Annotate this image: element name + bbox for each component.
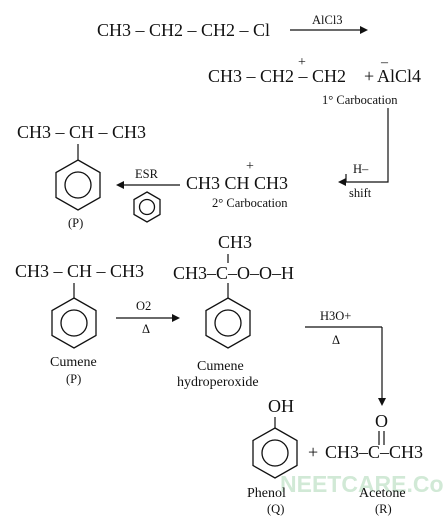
label-phenol-q: (Q) [267,502,284,516]
plus-sign-products: + [308,442,318,462]
label-shift: shift [349,186,372,200]
aromatic-circle-p [64,171,92,199]
acetone-oxygen: O [375,411,388,431]
reagent-acid-heat: Δ [332,333,340,347]
label-acetone: Acetone [359,486,406,501]
label-acetone-r: (R) [375,502,392,516]
plus-charge-secondary: + [246,159,254,174]
aromatic-circle-cumene [60,309,88,337]
phenol-oh: OH [268,396,294,416]
bracket-hydride-shift [346,108,389,183]
aromatic-circle-phenol [261,439,289,467]
arrowhead-step1 [360,26,368,34]
aromatic-circle-hydroperoxide [214,309,242,337]
benzene-ring-p [55,159,101,211]
watermark: NEETCARE.Com [280,471,445,497]
tetrachloroaluminate: AlCl4 [377,66,421,86]
label-product-p: (P) [68,216,83,230]
label-secondary-carbocation: 2° Carbocation [212,196,288,210]
label-phenol: Phenol [247,486,286,501]
minus-charge-alcl4: – [380,55,389,70]
arrowhead-oxidation [172,314,180,322]
plus-charge-primary: + [298,55,306,70]
aromatic-circle-reagent [138,198,156,216]
reagent-hydronium: H3O+ [320,309,351,323]
reagent-oxygen: O2 [136,299,151,313]
acetone-formula: CH3–C–CH3 [325,442,423,462]
label-cumene: Cumene [50,355,97,370]
benzene-ring-cumene [51,297,97,349]
hydroperoxide-chain: CH3–C–O–O–H [173,263,294,283]
arrowhead-esr [116,181,124,189]
hydroperoxide-methyl: CH3 [218,232,252,252]
reagent-hydride: H– [353,162,369,176]
benzene-reagent-ring [133,191,161,223]
plus-sign-1: + [364,66,374,86]
primary-carbocation: CH3 – CH2 – CH2 [208,66,346,86]
label-cumene-p: (P) [66,372,81,386]
reagent-heat: Δ [142,322,150,336]
label-esr: ESR [135,167,159,181]
arrowhead-acid-cleavage [378,398,386,406]
benzene-ring-hydroperoxide [205,297,251,349]
label-primary-carbocation: 1° Carbocation [322,93,398,107]
cumene-sidechain: CH3 – CH – CH3 [15,261,144,281]
reagent-alcl3: AlCl3 [312,13,343,27]
secondary-carbocation: CH3 CH CH3 [186,173,288,193]
arrowhead-hydride-shift [338,178,346,186]
isopropyl-sidechain: CH3 – CH – CH3 [17,122,146,142]
benzene-ring-phenol [252,427,298,479]
label-hydroperoxide-2: hydroperoxide [177,375,259,390]
label-hydroperoxide-1: Cumene [197,359,244,374]
reactant-propyl-chloride: CH3 – CH2 – CH2 – Cl [97,20,270,40]
